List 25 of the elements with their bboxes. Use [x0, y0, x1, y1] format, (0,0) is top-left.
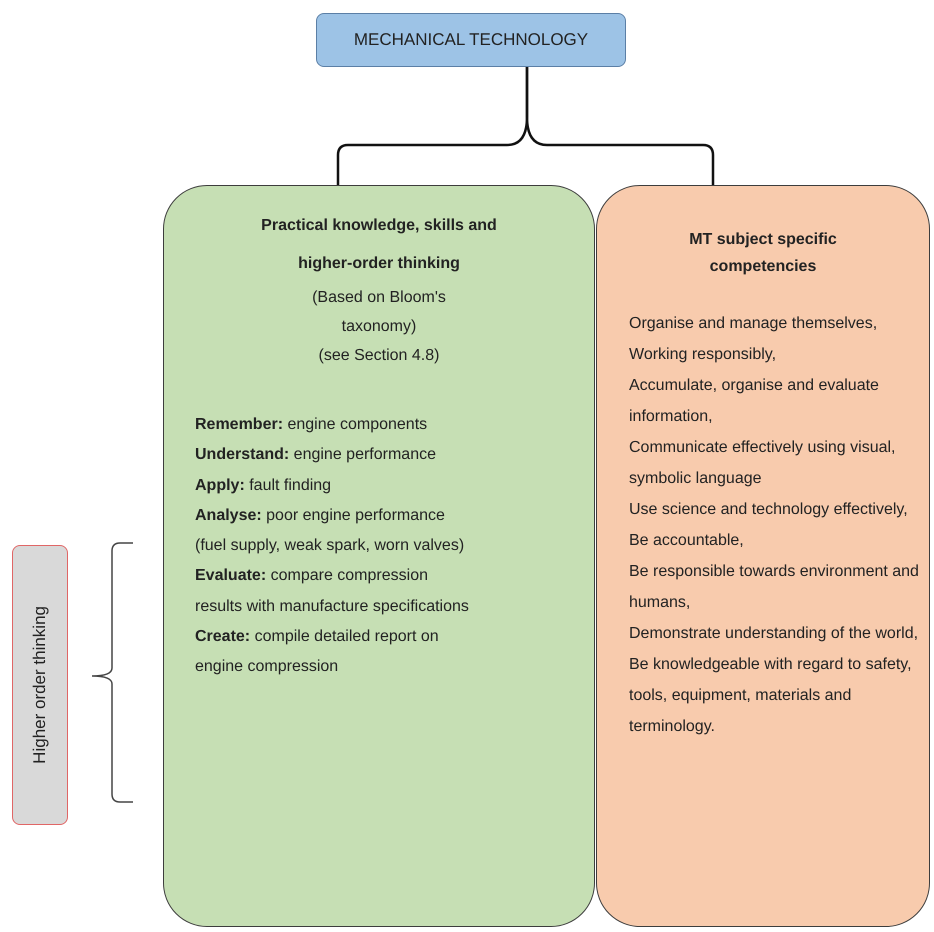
- list-item: Understand: engine performance: [195, 445, 437, 466]
- list-item: Analyse: poor engine performance (fuel supply, weak spark, worn valves): [195, 506, 466, 556]
- heading: MT subject specific competencies: [688, 230, 838, 277]
- category-card: [163, 185, 595, 927]
- category-card: [596, 185, 930, 927]
- list-item: Working responsibly,: [629, 345, 778, 365]
- title: MECHANICAL TECHNOLOGY: [354, 30, 588, 50]
- list-item: Be responsible towards environment and humans,: [629, 562, 920, 613]
- label-box: [12, 545, 68, 825]
- title-box: [316, 13, 626, 67]
- subheading: (see Section 4.8): [318, 346, 440, 366]
- side-label: Higher order thinking: [30, 606, 50, 764]
- subheading: (Based on Bloom's taxonomy): [311, 288, 447, 337]
- list-item: Apply: fault finding: [195, 476, 332, 496]
- list-item: Demonstrate understanding of the world,: [629, 624, 920, 644]
- heading: Practical knowledge, skills and higher-order thinking: [260, 216, 498, 274]
- list-item: Accumulate, organise and evaluate information,: [629, 376, 880, 427]
- list-item: Be knowledgeable with regard to safety, tools, equipment, materials and terminology.: [629, 655, 913, 737]
- list-item: Communicate effectively using visual, symbolic language: [629, 438, 896, 489]
- list-item: Be accountable,: [629, 531, 745, 551]
- list-item: Create: compile detailed report on engine compression: [195, 627, 440, 678]
- list-item: Use science and technology effectively,: [629, 500, 909, 520]
- list-item: Organise and manage themselves,: [629, 314, 878, 334]
- bracket-connector: [526, 67, 714, 185]
- list-item: Remember: engine components: [195, 415, 428, 435]
